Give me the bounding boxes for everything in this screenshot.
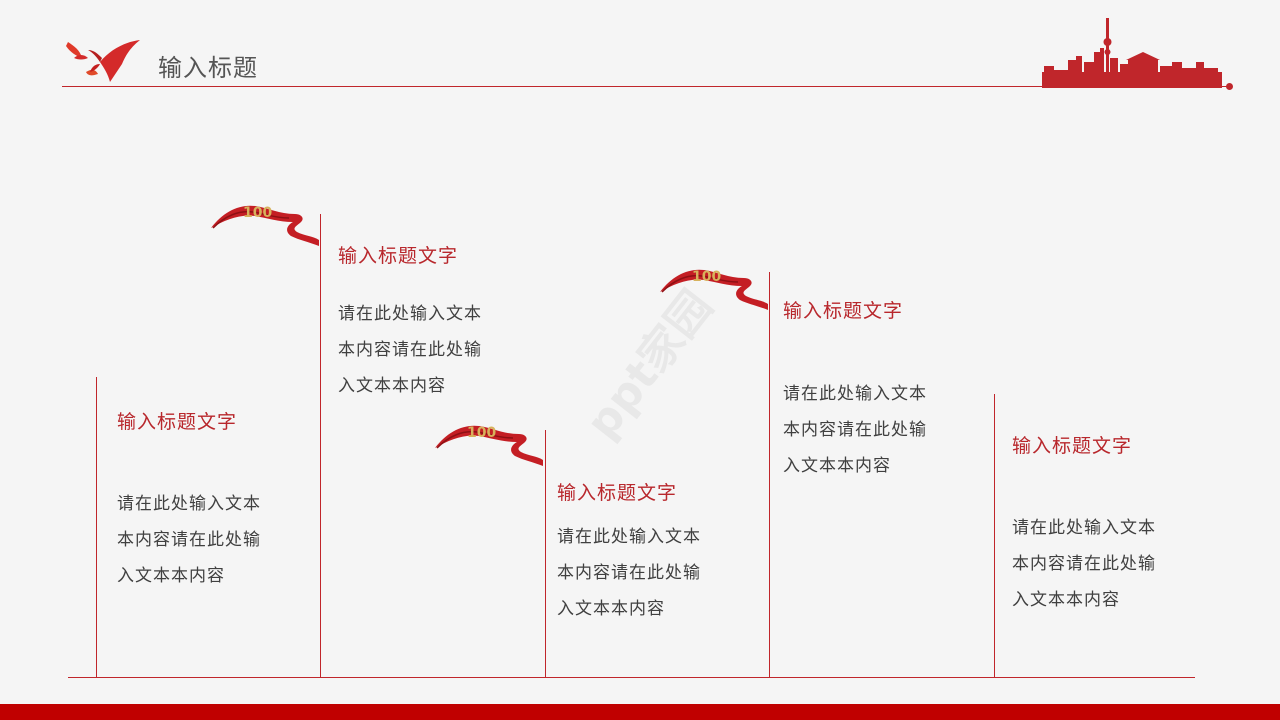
step-5-body-line: 本内容请在此处输	[1012, 554, 1156, 574]
step-4-title: 输入标题文字	[783, 300, 904, 322]
step-3-body-line: 入文本本内容	[557, 599, 665, 619]
ribbon-flag-icon: 100	[435, 425, 543, 466]
step-4-body-line: 入文本本内容	[783, 456, 891, 476]
step-5-body-line: 入文本本内容	[1012, 590, 1120, 610]
step-4-body: 请在此处输入文本 本内容请在此处输 入文本本内容	[783, 376, 927, 484]
step-1-title: 输入标题文字	[117, 411, 238, 433]
step-2-title: 输入标题文字	[338, 245, 459, 267]
step-3-body-line: 请在此处输入文本	[557, 527, 701, 547]
city-skyline-icon	[1042, 18, 1222, 88]
step-4-body-line: 本内容请在此处输	[783, 420, 927, 440]
step-2-body-line: 请在此处输入文本	[338, 304, 482, 324]
step-1-body: 请在此处输入文本 本内容请在此处输 入文本本内容	[117, 486, 261, 594]
step-1-body-line: 请在此处输入文本	[117, 494, 261, 514]
header-divider-dot	[1226, 83, 1233, 90]
flying-doves-icon	[66, 40, 140, 82]
step-3-line	[545, 430, 546, 677]
step-3-body: 请在此处输入文本 本内容请在此处输 入文本本内容	[557, 519, 701, 627]
step-2-body-line: 入文本本内容	[338, 376, 446, 396]
step-2-body-line: 本内容请在此处输	[338, 340, 482, 360]
bottom-bar	[0, 704, 1280, 720]
step-2-body: 请在此处输入文本 本内容请在此处输 入文本本内容	[338, 296, 482, 404]
step-3-title: 输入标题文字	[557, 482, 678, 504]
step-4-body-line: 请在此处输入文本	[783, 384, 927, 404]
step-1-body-line: 本内容请在此处输	[117, 530, 261, 550]
ribbon-number: 100	[467, 425, 496, 441]
step-2-line	[320, 214, 321, 677]
step-3-body-line: 本内容请在此处输	[557, 563, 701, 583]
step-5-line	[994, 394, 995, 677]
step-4-line	[769, 272, 770, 677]
step-5-title: 输入标题文字	[1012, 435, 1133, 457]
step-5-body: 请在此处输入文本 本内容请在此处输 入文本本内容	[1012, 510, 1156, 618]
ribbon-flag-icon: 100	[660, 269, 768, 310]
ribbon-number: 100	[243, 205, 272, 221]
header-divider	[62, 86, 1230, 87]
ribbon-number: 100	[692, 269, 721, 285]
page-title: 输入标题	[158, 54, 258, 82]
step-1-line	[96, 377, 97, 677]
step-1-body-line: 入文本本内容	[117, 566, 225, 586]
ribbon-flag-icon: 100	[211, 205, 319, 246]
step-5-body-line: 请在此处输入文本	[1012, 518, 1156, 538]
baseline	[68, 677, 1195, 678]
